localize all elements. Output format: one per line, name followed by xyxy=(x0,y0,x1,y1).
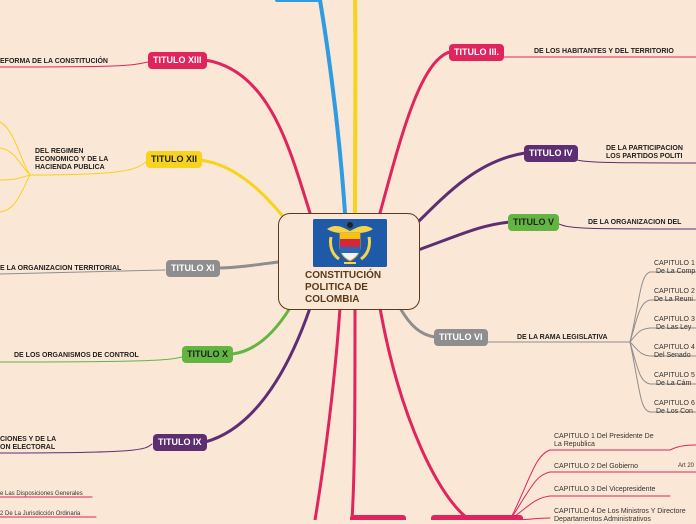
top-node-blue xyxy=(275,0,321,2)
node-titulo-v[interactable]: TITULO V xyxy=(508,214,559,231)
branch-t5 xyxy=(418,222,510,250)
chapter-t6-4[interactable]: CAPITULO 4 Del Senado xyxy=(654,344,695,360)
chapter-t7-1[interactable]: CAPITULO 1 Del Presidente De La Republic… xyxy=(554,433,654,449)
left-item-1[interactable]: e Las Disposiciones Generales xyxy=(0,491,83,497)
chapter-t6-5[interactable]: CAPITULO 5 De La Cám xyxy=(654,372,695,388)
branch-bottom-red2 xyxy=(352,308,355,520)
branch-blue xyxy=(320,0,345,213)
chapter-t7-4[interactable]: CAPITULO 4 De Los Ministros Y Directore … xyxy=(554,508,686,524)
chapter-t7-2[interactable]: CAPITULO 2 Del Gobierno xyxy=(554,463,638,471)
branch-t3 xyxy=(380,52,450,213)
label-titulo-iv[interactable]: DE LA PARTICIPACION LOS PARTIDOS POLITI xyxy=(606,145,683,161)
label-titulo-vi[interactable]: DE LA RAMA LEGISLATIVA xyxy=(517,334,608,342)
chapter-t7-3[interactable]: CAPITULO 3 Del Vicepresidente xyxy=(554,486,655,494)
branch-t12 xyxy=(200,160,290,225)
node-titulo-iii[interactable]: TITULO III. xyxy=(449,44,504,61)
label-titulo-xii[interactable]: DEL REGIMEN ECONOMICO Y DE LA HACIENDA P… xyxy=(35,148,108,172)
chapter-t6-6[interactable]: CAPITULO 6 De Los Con xyxy=(654,400,695,416)
chapter-t6-1[interactable]: CAPITULO 1 De La Comp xyxy=(654,260,695,276)
chapter-t6-3[interactable]: CAPITULO 3 De Las Ley xyxy=(654,316,695,332)
branch-t6 xyxy=(400,308,435,337)
node-titulo-iv[interactable]: TITULO IV xyxy=(524,145,578,162)
left-item-2[interactable]: 2 De La Jurisdicción Ordinaria xyxy=(0,511,80,517)
branch-t10 xyxy=(232,308,290,354)
central-topic[interactable]: CONSTITUCIÓN POLITICA DE COLOMBIA xyxy=(278,213,420,310)
label-titulo-xiii[interactable]: EFORMA DE LA CONSTITUCIÓN xyxy=(0,58,108,66)
label-titulo-iii[interactable]: DE LOS HABITANTES Y DEL TERRITORIO xyxy=(534,48,674,56)
branch-t11 xyxy=(218,262,278,268)
branch-bottom-red1 xyxy=(315,308,340,520)
label-titulo-x[interactable]: DE LOS ORGANISMOS DE CONTROL xyxy=(14,352,139,360)
label-titulo-xi[interactable]: E LA ORGANIZACION TERRITORIAL xyxy=(0,265,121,273)
article-t7-2[interactable]: Art 20 xyxy=(678,463,694,469)
colombia-coat-of-arms-icon xyxy=(313,219,387,267)
central-topic-title: CONSTITUCIÓN POLITICA DE COLOMBIA xyxy=(305,270,415,306)
node-titulo-xiii[interactable]: TITULO XIII xyxy=(148,52,207,69)
node-titulo-xi[interactable]: TITULO XI xyxy=(166,260,220,277)
label-titulo-v[interactable]: DE LA ORGANIZACION DEL xyxy=(588,219,681,227)
bottom-node-red2 xyxy=(431,515,523,520)
node-titulo-ix[interactable]: TITULO IX xyxy=(153,434,207,451)
node-titulo-vi[interactable]: TITULO VI xyxy=(434,329,488,346)
label-titulo-ix[interactable]: CIONES Y DE LA ON ELECTORAL xyxy=(0,436,56,452)
node-titulo-xii[interactable]: TITULO XII xyxy=(146,151,202,168)
node-titulo-x[interactable]: TITULO X xyxy=(182,346,233,363)
branch-t9 xyxy=(205,308,310,442)
bottom-node-red1 xyxy=(350,515,406,520)
chapter-t6-2[interactable]: CAPITULO 2 De La Reuni xyxy=(654,288,695,304)
